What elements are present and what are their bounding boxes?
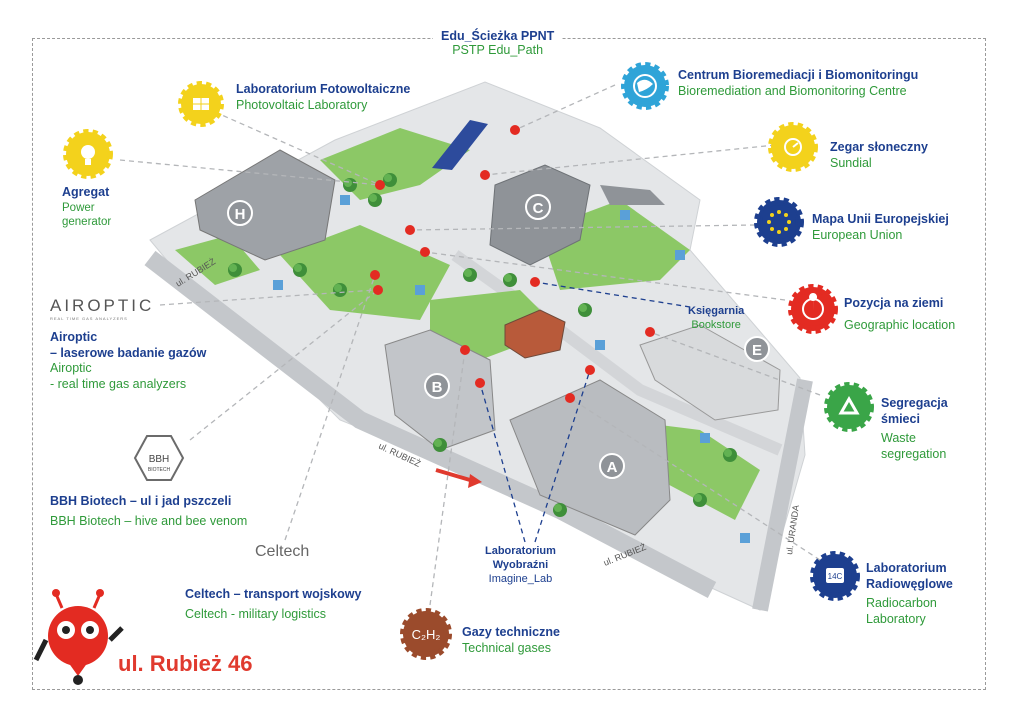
globe-icon	[621, 62, 669, 110]
tree	[343, 178, 357, 192]
building-bookstore	[504, 309, 566, 359]
svg-text:H: H	[235, 206, 246, 223]
svg-text:BIOTECH: BIOTECH	[148, 467, 171, 473]
light-bulb-icon	[63, 129, 113, 179]
building-letter-e: E	[744, 336, 770, 362]
svg-text:C₂H₂: C₂H₂	[412, 627, 441, 642]
road-rubiez-west	[144, 250, 717, 598]
entrance-arrow-head	[468, 474, 482, 488]
bbh-logo-icon: BBH BIOTECH	[133, 435, 185, 481]
building-east-small	[600, 185, 665, 205]
robot-mascot	[33, 589, 124, 685]
tree	[693, 493, 707, 507]
tree	[433, 438, 447, 452]
road-uranda	[752, 378, 813, 612]
location-globe-icon	[788, 284, 838, 334]
svg-text:A: A	[607, 459, 618, 476]
celtech-logo: Celtech	[255, 543, 310, 560]
building-e	[639, 324, 781, 421]
recycle-icon	[824, 382, 874, 432]
radiocarbon-icon: 14C	[810, 551, 860, 601]
c2h2-icon: C₂H₂	[400, 608, 452, 660]
blue-leader-lines	[479, 281, 691, 543]
tree	[503, 273, 517, 287]
leader-lines	[119, 84, 821, 606]
svg-text:B: B	[432, 379, 443, 396]
lawn-north	[320, 128, 470, 200]
map-header: Edu_Ścieżka PPNT PSTP Edu_Path	[433, 29, 563, 57]
tree	[723, 448, 737, 462]
building-letter-c: C	[525, 194, 551, 220]
header-subtitle: PSTP Edu_Path	[452, 43, 544, 57]
svg-text:C: C	[533, 200, 544, 217]
tree	[333, 283, 347, 297]
entrance-arrow	[435, 468, 471, 482]
solar-panel-icon	[178, 81, 224, 127]
svg-text:BBH: BBH	[149, 454, 170, 465]
tree	[368, 193, 382, 207]
header-title: Edu_Ścieżka PPNT	[441, 29, 555, 43]
lawn-south-central	[430, 290, 560, 360]
address-label: ul. Rubież 46	[118, 651, 253, 676]
eu-flag-icon	[754, 197, 804, 247]
tree	[383, 173, 397, 187]
lawn-central	[280, 225, 450, 320]
svg-text:E: E	[752, 342, 762, 359]
tree	[463, 268, 477, 282]
tree	[578, 303, 592, 317]
svg-text:14C: 14C	[828, 572, 843, 581]
tree	[553, 503, 567, 517]
tree	[228, 263, 242, 277]
station-dots	[370, 125, 655, 403]
sun-icon	[768, 122, 818, 172]
tree	[293, 263, 307, 277]
building-letter-b: B	[424, 373, 450, 399]
building-letter-a: A	[599, 453, 625, 479]
solar-array	[432, 120, 488, 170]
building-letter-h: H	[227, 200, 253, 226]
